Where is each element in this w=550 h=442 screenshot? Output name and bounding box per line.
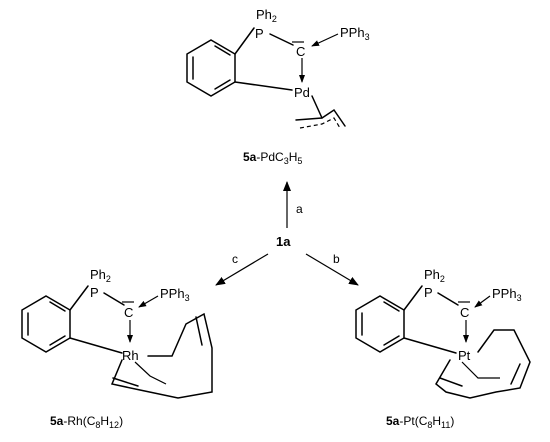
caption-top: 5a-PdC3H5 — [243, 150, 302, 166]
bond-p-c-right — [437, 292, 459, 306]
label-pph3-left: PPh3 — [160, 286, 190, 303]
arrow-b-label: b — [333, 252, 340, 266]
arrow-a-label: a — [296, 202, 303, 216]
atom-rh: Rh — [122, 348, 139, 363]
atom-pd: Pd — [294, 85, 310, 100]
label-ph2-right: Ph2 — [424, 267, 445, 284]
bond-ring-pd — [234, 81, 293, 91]
atom-p: P — [255, 26, 264, 41]
arrow-pph3-c-right — [474, 295, 491, 308]
atom-p-left: P — [90, 285, 99, 300]
label-pph3-right: PPh3 — [492, 286, 522, 303]
bond-ring-p-left — [69, 285, 89, 311]
atom-c: C — [296, 44, 305, 59]
benzene-ring-left — [21, 295, 71, 353]
allyl-ligand — [295, 95, 346, 129]
arrow-pph3-c-left — [138, 295, 159, 308]
atom-c-right: C — [460, 305, 469, 320]
arrow-c-label: c — [232, 252, 238, 266]
bond-ring-rh — [69, 337, 123, 354]
caption-right: 5a-Pt(C8H11) — [386, 414, 454, 430]
bond-p-c-left — [103, 292, 125, 306]
label-pph3: PPh3 — [340, 25, 370, 42]
label-ph2-left: Ph2 — [90, 267, 111, 284]
caption-left: 5a-Rh(C8H12) — [50, 414, 123, 430]
compound-1a-label: 1a — [276, 234, 291, 249]
benzene-ring-top — [186, 39, 236, 97]
atom-c-left: C — [124, 305, 133, 320]
arrow-pph3-c — [311, 33, 339, 47]
label-ph2: Ph2 — [256, 7, 277, 24]
arrow-b — [305, 253, 359, 286]
c8h11-ligand-right — [435, 329, 531, 399]
bond-p-c — [269, 33, 294, 46]
bond-ring-p-right — [403, 285, 423, 311]
complex-pd-allyl: P Ph2 C PPh3 Pd 5a-PdC3H5 — [186, 7, 370, 166]
complex-pt-cyclooctadienyl: P Ph2 C PPh3 Pt 5a-Pt(C8H11) — [355, 267, 531, 430]
cod-ligand-left — [110, 312, 213, 399]
complex-rh-cod: P Ph2 C PPh3 Rh 5a-Rh(C8H12) — [21, 267, 213, 430]
bond-ring-pt — [403, 337, 457, 354]
atom-p-right: P — [424, 285, 433, 300]
atom-pt: Pt — [458, 348, 471, 363]
bond-ring-p — [234, 27, 255, 55]
benzene-ring-right — [355, 295, 405, 353]
arrow-c — [215, 253, 269, 286]
